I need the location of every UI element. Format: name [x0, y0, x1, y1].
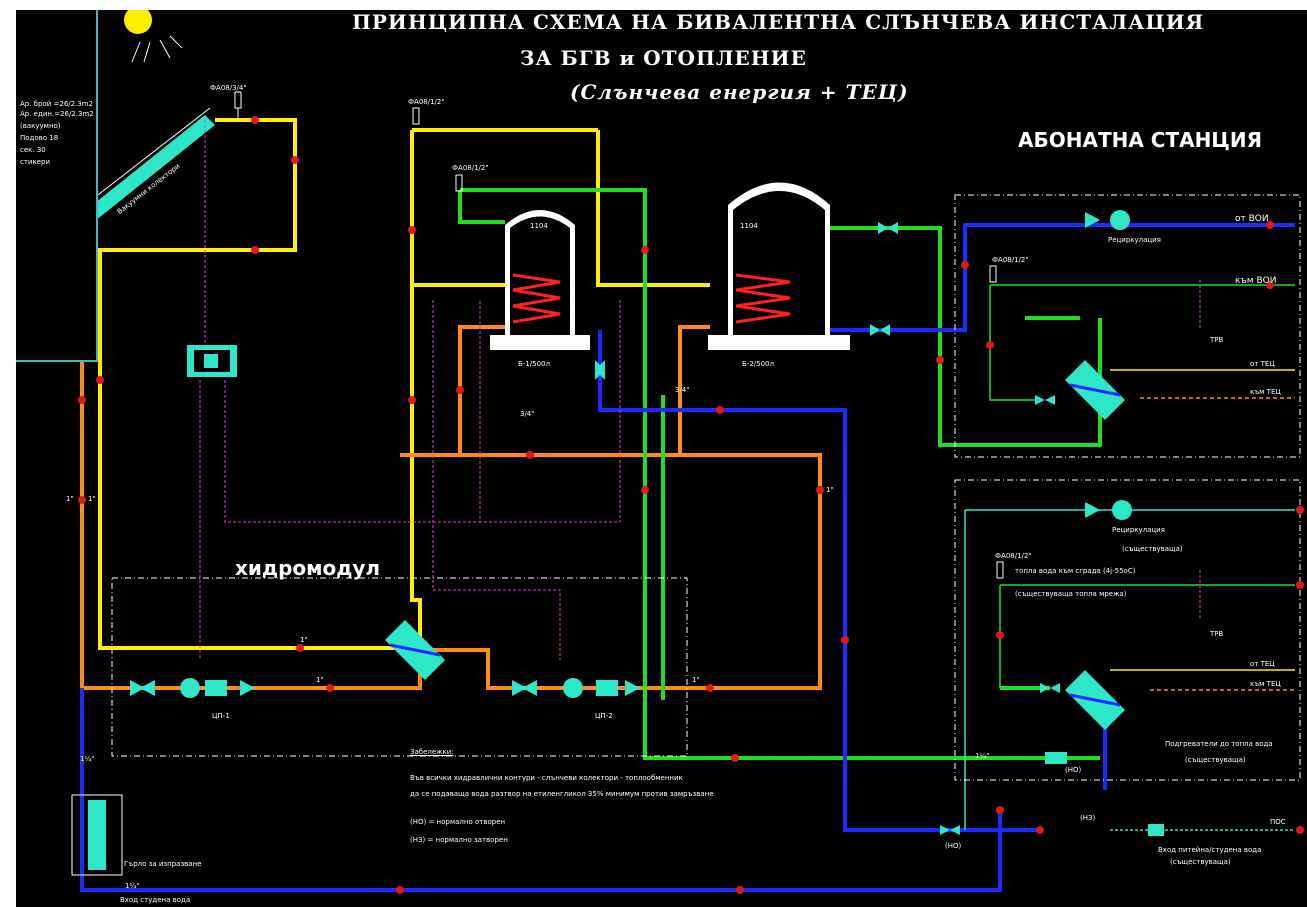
pipe-size-label: 3/4"	[675, 386, 690, 394]
yellow-pipes	[98, 118, 710, 650]
from-network-label: от ВОИ	[1235, 214, 1269, 224]
pipe-size-label: 1¼"	[125, 882, 140, 890]
cold-water-in-sub-label: (съществуваща)	[1170, 858, 1231, 866]
cold-water-label: Вход студена вода	[120, 896, 191, 904]
notes-title: Забележки:	[410, 748, 454, 756]
pipe-size-label: 3/4"	[520, 410, 535, 418]
note-3: (НО) = нормално отворен	[410, 818, 506, 826]
title-line-1: ПРИНЦИПНА СХЕМА НА БИВАЛЕНТНА СЛЪНЧЕВА И…	[352, 10, 1205, 34]
to-tec-2-label: към ТЕЦ	[1250, 680, 1281, 688]
pos-label: ПОС	[1270, 818, 1286, 826]
drain-unit	[71, 794, 123, 876]
title-line-3: (Слънчева енергия + ТЕЦ)	[570, 80, 909, 104]
to-network-label: към ВОИ	[1235, 276, 1277, 286]
pump-2-label: ЦП-2	[595, 712, 613, 720]
pipe-size-label: 1"	[66, 495, 74, 503]
station-title: АБОНАТНА СТАНЦИЯ	[1018, 128, 1262, 152]
hydromodule-title: хидромодул	[235, 556, 381, 580]
heat-exchanger-station-1	[1065, 360, 1125, 420]
vent-label: ФА08/1/2"	[995, 552, 1032, 560]
tank-2	[708, 182, 850, 350]
note-4: (НЗ) = нормално затворен	[410, 836, 508, 844]
legend-line: Ap. един.=26/2.3m2	[20, 110, 94, 118]
legend-panel: Ap. брой =26/2.3m2 Ap. един.=26/2.3m2 (в…	[16, 10, 98, 362]
pipe-size-label: 1¼"	[975, 752, 990, 760]
cold-water-in-label: Вход питейна/студена вода	[1158, 846, 1262, 854]
heat-exchanger-hydromodule	[385, 620, 445, 680]
orange-pipes	[80, 220, 822, 690]
vent-label: ФА08/1/2"	[452, 164, 489, 172]
vent-label: ФА08/3/4"	[210, 84, 247, 92]
pipe-size-label: 1"	[826, 486, 834, 494]
dash-outlines	[111, 194, 1301, 781]
from-tec-1-label: от ТЕЦ	[1250, 360, 1275, 368]
existing-hot-label: (съществуваща топла мрежа)	[1015, 590, 1127, 598]
hot-water-line-label: топла вода към сграда (4j-55oC)	[1015, 567, 1136, 575]
pipe-size-label: 1¼"	[80, 755, 95, 763]
pipe-size-label: 1"	[692, 676, 700, 684]
vent-label: ФА08/1/2"	[992, 256, 1029, 264]
heat-exchanger-station-2	[1065, 670, 1125, 730]
drain-label: Гърло за изпразване	[124, 860, 202, 868]
recirc-pump-station-2	[1085, 500, 1132, 520]
pump-group-1	[130, 678, 255, 698]
title-line-2: ЗА БГВ и ОТОПЛЕНИЕ	[520, 46, 807, 70]
note-2: да се подаваща вода разтвор на етиленгли…	[410, 790, 714, 798]
controller-icon	[187, 345, 237, 377]
pump-1-label: ЦП-1	[212, 712, 230, 720]
note-1: Във всички хидравлични контури - слънчев…	[410, 774, 683, 782]
legend-line: сек. 30	[20, 146, 46, 154]
tank-2-top-label: 1104	[740, 222, 758, 230]
sun-icon	[124, 6, 183, 63]
recirc-label-2: Рециркулация	[1112, 526, 1165, 534]
recirc-label-2-sub: (съществуваща)	[1122, 545, 1183, 553]
flow-markers	[78, 116, 1304, 894]
top-margin	[0, 0, 1307, 10]
to-hot-water-label: Подгреватели до топла вода	[1165, 740, 1273, 748]
control-lines	[199, 120, 1201, 660]
recirc-pump-station-1	[1085, 210, 1130, 230]
to-tec-1-label: към ТЕЦ	[1250, 388, 1281, 396]
valve-nz-label: (НЗ)	[1080, 814, 1096, 822]
recirc-label-1: Рециркулация	[1108, 236, 1161, 244]
pump-group-2	[512, 678, 640, 698]
left-margin	[0, 0, 16, 907]
valve-no-label: (НО)	[945, 842, 962, 850]
legend-line: (вакуумнo)	[20, 122, 61, 130]
air-vents	[234, 91, 1004, 579]
existing-short-label: (съществуваща)	[1185, 756, 1246, 764]
legend-line: Подово 18	[20, 134, 59, 142]
blue-pipes	[80, 223, 1295, 892]
tank-1	[490, 210, 590, 350]
tank-2-label: Б-2/500л	[742, 360, 774, 368]
valves	[595, 222, 1164, 836]
legend-line: Ap. брой =26/2.3m2	[20, 100, 94, 108]
trv-1-label: ТРВ	[1210, 336, 1224, 344]
pipe-size-label: 1"	[316, 676, 324, 684]
pipe-size-label: 1"	[300, 636, 308, 644]
valve-no-label: (НО)	[1065, 766, 1082, 774]
tank-1-label: Б-1/500л	[518, 360, 550, 368]
trv-2-label: ТРВ	[1210, 630, 1224, 638]
pipe-size-label: 1"	[88, 495, 96, 503]
legend-line: стикери	[20, 158, 51, 166]
solar-collector	[80, 107, 215, 225]
tank-1-top-label: 1104	[530, 222, 548, 230]
from-tec-2-label: от ТЕЦ	[1250, 660, 1275, 668]
vent-label: ФА08/1/2"	[408, 98, 445, 106]
